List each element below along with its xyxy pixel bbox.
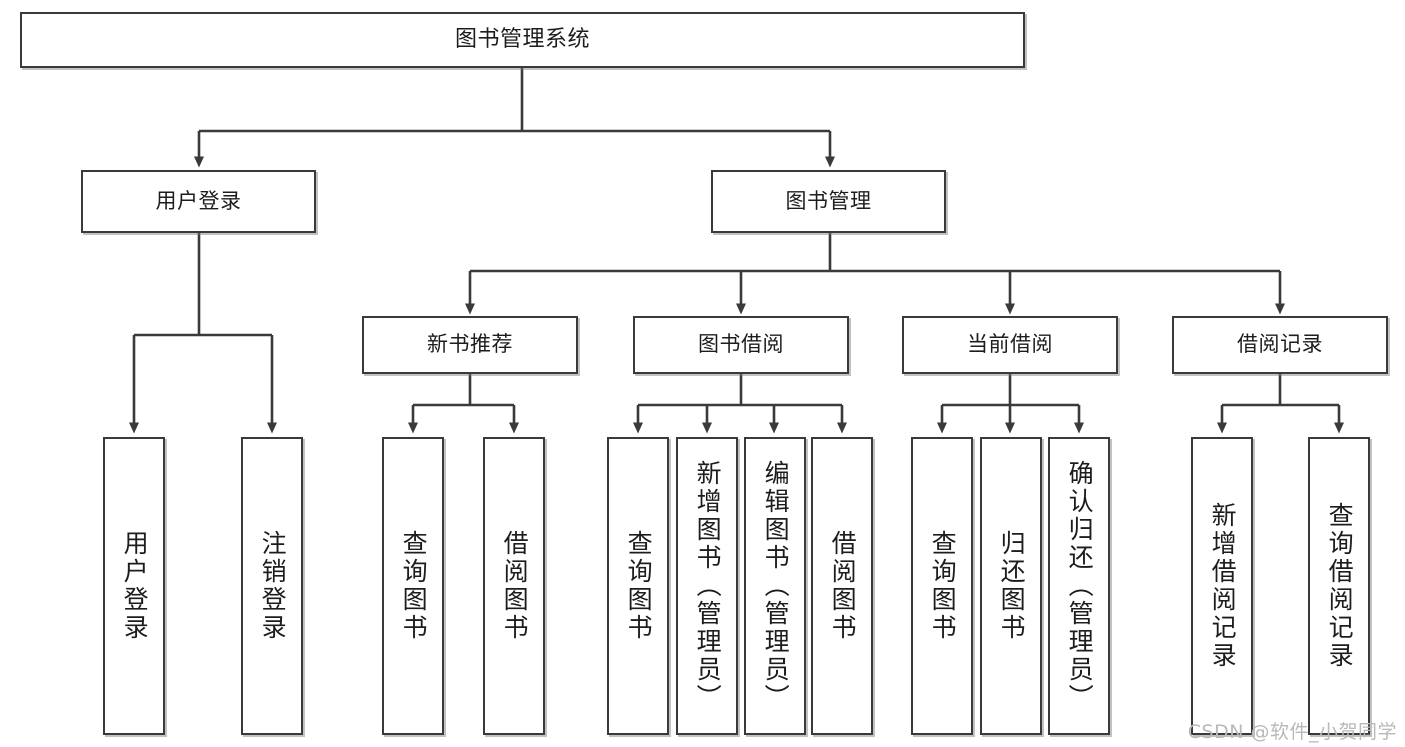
leaf-recommend-borrow-book[interactable]: 借阅图书 xyxy=(483,437,545,735)
leaf-current-return-book[interactable]: 归还图书 xyxy=(980,437,1042,735)
node-label: 借阅记录 xyxy=(1237,332,1323,357)
node-label: 用户登录 xyxy=(155,188,242,213)
node-label: 查询借阅记录 xyxy=(1325,502,1355,670)
node-book-management[interactable]: 图书管理 xyxy=(711,170,946,233)
node-label: 当前借阅 xyxy=(967,332,1053,357)
leaf-user-login-login[interactable]: 用户登录 xyxy=(103,437,165,735)
leaf-borrow-borrow-book[interactable]: 借阅图书 xyxy=(811,437,873,735)
watermark-text: CSDN @软件_小贺同学 xyxy=(1187,721,1397,743)
node-label: 查询图书 xyxy=(624,530,654,642)
node-label: 查询图书 xyxy=(399,530,429,642)
node-root-book-management-system[interactable]: 图书管理系统 xyxy=(20,12,1025,68)
node-label: 新增借阅记录 xyxy=(1208,502,1238,670)
leaf-user-login-logout[interactable]: 注销登录 xyxy=(241,437,303,735)
node-label: 新增图书（管理员） xyxy=(693,460,723,712)
leaf-record-query-borrow-record[interactable]: 查询借阅记录 xyxy=(1308,437,1370,735)
node-label: 图书管理 xyxy=(785,188,872,213)
leaf-current-confirm-return-admin[interactable]: 确认归还（管理员） xyxy=(1048,437,1110,735)
node-label: 确认归还（管理员） xyxy=(1065,460,1095,712)
node-label: 借阅图书 xyxy=(828,530,858,642)
node-current-borrow[interactable]: 当前借阅 xyxy=(902,316,1118,374)
node-new-book-recommend[interactable]: 新书推荐 xyxy=(362,316,578,374)
leaf-current-query-book[interactable]: 查询图书 xyxy=(911,437,973,735)
node-label: 查询图书 xyxy=(928,530,958,642)
node-label: 借阅图书 xyxy=(500,530,530,642)
node-label: 新书推荐 xyxy=(427,332,513,357)
leaf-borrow-query-book[interactable]: 查询图书 xyxy=(607,437,669,735)
leaf-record-add-borrow-record[interactable]: 新增借阅记录 xyxy=(1191,437,1253,735)
node-label: 编辑图书（管理员） xyxy=(761,460,791,712)
node-label: 归还图书 xyxy=(997,530,1027,642)
node-label: 注销登录 xyxy=(258,530,288,642)
node-book-borrow[interactable]: 图书借阅 xyxy=(633,316,849,374)
node-label: 用户登录 xyxy=(120,530,150,642)
node-label: 图书管理系统 xyxy=(454,26,590,52)
node-label: 图书借阅 xyxy=(698,332,784,357)
leaf-borrow-edit-book-admin[interactable]: 编辑图书（管理员） xyxy=(744,437,806,735)
node-user-login[interactable]: 用户登录 xyxy=(81,170,316,233)
node-borrow-record[interactable]: 借阅记录 xyxy=(1172,316,1388,374)
leaf-borrow-add-book-admin[interactable]: 新增图书（管理员） xyxy=(676,437,738,735)
leaf-recommend-query-book[interactable]: 查询图书 xyxy=(382,437,444,735)
